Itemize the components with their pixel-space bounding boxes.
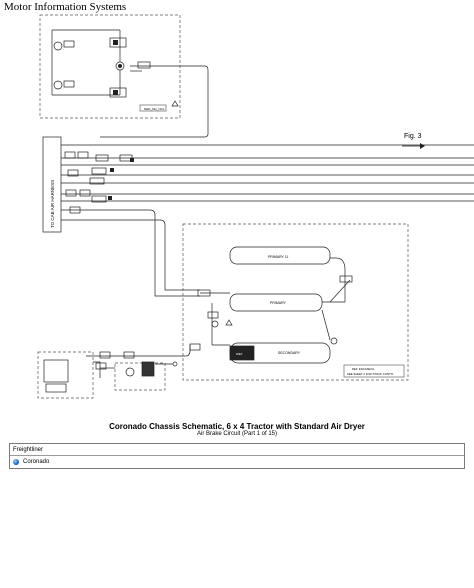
upper-valve-1 bbox=[53, 41, 63, 51]
lower-ref-tag-1: REF. ENCASE/CL bbox=[352, 367, 375, 371]
upper-junction bbox=[115, 61, 125, 71]
upper-ref-tag: NED_011_NCL bbox=[144, 107, 165, 111]
lower-ref-tag-2: SEE SHEET 2 FOR STOCK CONT'D bbox=[347, 372, 393, 376]
model-row[interactable]: Coronado bbox=[10, 456, 464, 468]
harness-label: TO CAB AIR HARNESS bbox=[50, 180, 55, 228]
upper-dashed-box bbox=[39, 14, 181, 119]
compressor bbox=[43, 359, 69, 383]
primary-tank-top bbox=[229, 246, 331, 265]
primary-top-label: PRIMARY 11 bbox=[268, 255, 288, 259]
fig-label: Fig. 3 bbox=[404, 133, 422, 140]
make-row: Freightliner bbox=[10, 444, 464, 456]
diagram-caption-subtitle: Air Brake Circuit (Part 1 of 15) bbox=[196, 431, 278, 437]
air-dryer-dashed-box bbox=[114, 362, 166, 391]
wet-label: WET bbox=[236, 352, 243, 356]
upper-valve-2 bbox=[53, 80, 63, 90]
primary-tank bbox=[229, 293, 323, 312]
air-brake-schematic: Fig. 3 TO CAB AIR HARNESS PRIMARY 11 PRI… bbox=[37, 14, 474, 399]
secondary-label: SECONDARY bbox=[278, 351, 301, 355]
lower-dashed-box bbox=[182, 223, 409, 381]
cab-air-harness-box bbox=[42, 136, 62, 233]
diagram-caption-title: Coronado Chassis Schematic, 6 x 4 Tracto… bbox=[109, 422, 365, 431]
compressor-dashed-box bbox=[37, 351, 94, 399]
applicability-table: Freightliner Coronado bbox=[9, 443, 465, 469]
page-header-title: Motor Information Systems bbox=[4, 1, 127, 13]
model-label: Coronado bbox=[23, 459, 50, 465]
globe-icon bbox=[13, 459, 19, 465]
primary-label: PRIMARY bbox=[270, 301, 287, 305]
wet-tank bbox=[229, 345, 255, 361]
